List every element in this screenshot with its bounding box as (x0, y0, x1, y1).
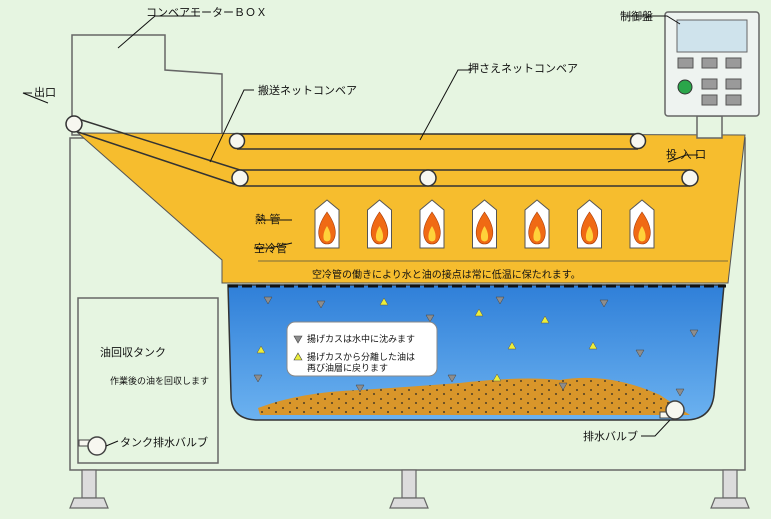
panel-button[interactable] (677, 57, 694, 69)
transport-conveyor (65, 115, 699, 187)
sinking-debris-marker (599, 299, 609, 308)
legend-box: 揚げカスは水中に沈みます 揚げカスから分離した油は 再び油層に戻ります (286, 321, 438, 377)
control-panel-screen (676, 19, 748, 53)
heat-pipe-label: 熱 管 (255, 212, 281, 226)
oil-recovery-tank (77, 297, 219, 464)
floating-oil-marker (507, 341, 517, 350)
burner (577, 199, 602, 249)
floating-oil-marker (540, 315, 550, 324)
burner (419, 199, 445, 249)
sinking-debris-marker (495, 296, 505, 305)
sinking-debris-marker (675, 388, 685, 397)
burner (629, 199, 655, 249)
legend-float-marker (293, 352, 303, 361)
legend-sink-marker (293, 335, 303, 344)
sinking-debris-marker (558, 382, 568, 391)
burner (367, 199, 392, 249)
machine-legs (69, 469, 750, 509)
sinking-debris-marker (425, 314, 435, 323)
panel-button[interactable] (701, 94, 718, 106)
sinking-debris-marker (689, 329, 699, 338)
burner (472, 199, 497, 249)
leader-lines (22, 15, 698, 447)
control-panel-label: 制御盤 (620, 9, 653, 23)
tank-drain-valve-label: タンク排水バルブ (120, 435, 208, 449)
oil-tank-desc: 作業後の油を回収します (110, 375, 209, 387)
inlet-label: 投 入 口 (666, 147, 706, 161)
sinking-debris-marker (253, 374, 263, 383)
floating-oil-marker (492, 373, 502, 382)
panel-button[interactable] (725, 57, 742, 69)
panel-button[interactable] (725, 94, 742, 106)
motor-box-label: コンベアモーターＢＯＸ (146, 6, 267, 19)
drain-valve[interactable] (659, 400, 685, 420)
burner (524, 199, 550, 249)
tank-drain-valve[interactable] (78, 436, 107, 456)
panel-green-button[interactable] (677, 79, 693, 95)
panel-button[interactable] (725, 78, 742, 90)
floating-oil-marker (588, 341, 598, 350)
oil-tank-title: 油回収タンク (100, 345, 166, 359)
cooling-pipe-label: 空冷管 (254, 241, 287, 255)
legend-float-text-2: 再び油層に戻ります (307, 362, 388, 374)
floating-oil-marker (379, 297, 389, 306)
panel-button[interactable] (701, 78, 718, 90)
burner (314, 199, 340, 249)
press-conveyor (228, 132, 647, 150)
floating-oil-marker (474, 308, 484, 317)
sinking-debris-marker (316, 300, 326, 309)
sinking-debris-marker (447, 374, 457, 383)
sinking-debris-marker (263, 296, 273, 305)
motor-box (71, 34, 223, 136)
drain-valve-label: 排水バルブ (583, 429, 638, 443)
sinking-debris-marker (635, 349, 645, 358)
press-conveyor-label: 押さえネットコンベア (468, 61, 578, 75)
legend-sink-text: 揚げカスは水中に沈みます (307, 333, 415, 345)
panel-button[interactable] (701, 57, 718, 69)
floating-oil-marker (256, 345, 266, 354)
transport-conveyor-label: 搬送ネットコンベア (258, 83, 357, 97)
cooling-note: 空冷管の働きにより水と油の接点は常に低温に保たれます。 (312, 268, 581, 281)
sinking-debris-marker (355, 384, 365, 393)
control-panel (664, 11, 760, 139)
heat-pipe-burners (314, 199, 655, 249)
legend-float-text-1: 揚げカスから分離した油は (307, 351, 415, 363)
outlet-label: 出口 (34, 85, 56, 99)
